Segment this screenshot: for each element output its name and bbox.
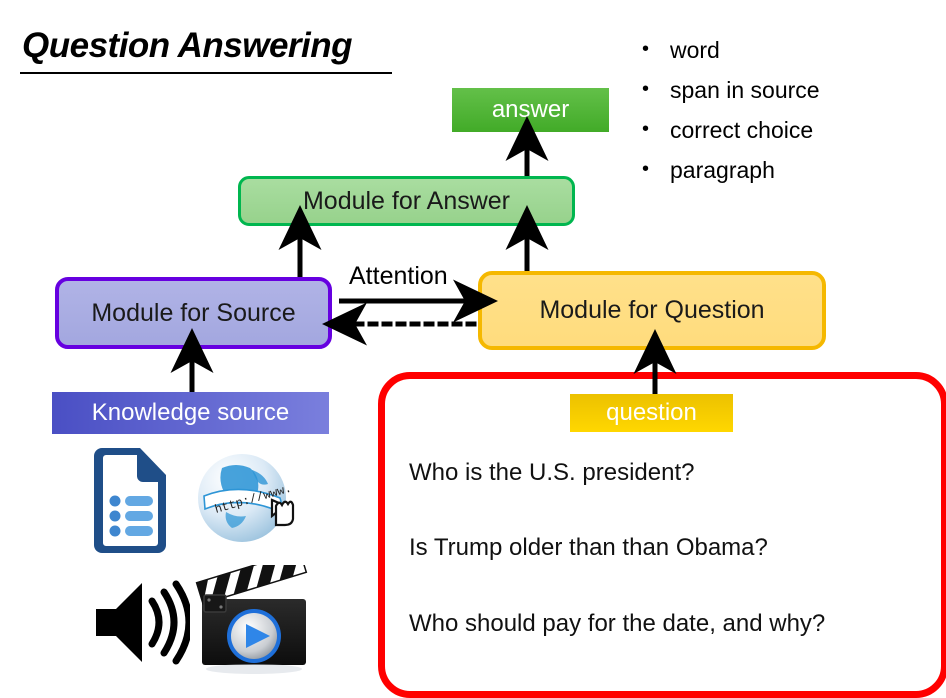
module-for-question-box: Module for Question xyxy=(478,271,826,350)
question-examples-panel: Who is the U.S. president? Is Trump olde… xyxy=(378,372,946,698)
question-input-chip: question xyxy=(570,394,733,432)
page-title: Question Answering xyxy=(22,26,353,65)
list-item: • paragraph xyxy=(638,154,938,188)
bullet-dot-icon: • xyxy=(642,118,650,140)
video-clapperboard-icon xyxy=(188,550,316,677)
question-example-line: Who should pay for the date, and why? xyxy=(409,610,826,637)
list-item-label: word xyxy=(670,37,720,63)
bullet-dot-icon: • xyxy=(642,38,650,60)
list-item-label: span in source xyxy=(670,77,820,103)
list-item: • word xyxy=(638,34,938,68)
list-item-label: paragraph xyxy=(670,157,775,183)
module-for-answer-box: Module for Answer xyxy=(238,176,575,226)
audio-speaker-icon xyxy=(90,575,193,670)
attention-label: Attention xyxy=(349,262,448,290)
module-for-source-box: Module for Source xyxy=(55,277,332,349)
answer-type-list: • word • span in source • correct choice… xyxy=(638,34,938,194)
web-globe-icon: http://www. xyxy=(190,448,300,553)
bullet-dot-icon: • xyxy=(642,78,650,100)
title-underline xyxy=(20,72,392,74)
list-item: • correct choice xyxy=(638,114,938,148)
question-example-line: Is Trump older than than Obama? xyxy=(409,534,768,561)
list-item-label: correct choice xyxy=(670,117,814,143)
bullet-dot-icon: • xyxy=(642,158,650,180)
knowledge-source-box: Knowledge source xyxy=(52,392,329,434)
document-icon xyxy=(84,448,172,553)
list-item: • span in source xyxy=(638,74,938,108)
answer-output-box: answer xyxy=(452,88,609,132)
question-example-line: Who is the U.S. president? xyxy=(409,459,695,486)
